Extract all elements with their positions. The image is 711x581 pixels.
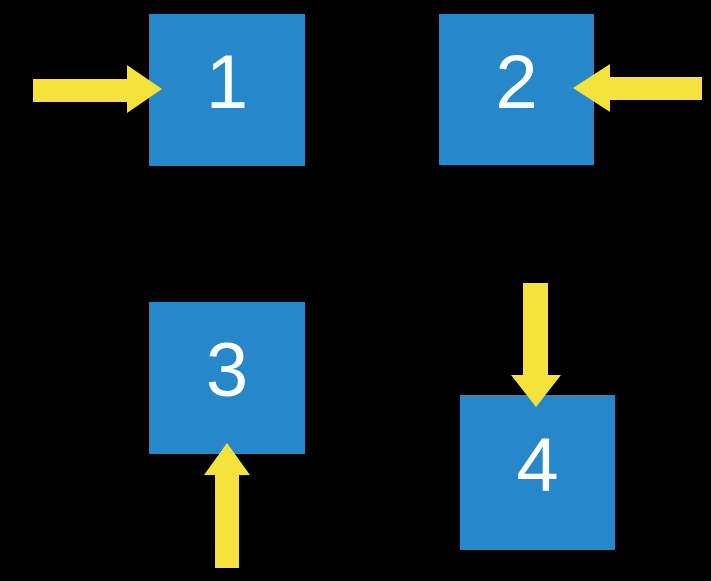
arrow-4-down-arrow-icon (511, 375, 561, 407)
square-3: 3 (149, 302, 305, 454)
arrow-4-shaft (523, 283, 548, 375)
arrow-2-left-arrow-icon (573, 64, 610, 112)
arrow-2-shaft (610, 77, 702, 100)
square-3-label: 3 (205, 328, 249, 413)
arrow-1-shaft (33, 79, 128, 102)
square-1: 1 (149, 14, 305, 166)
square-2: 2 (439, 14, 594, 165)
square-2-label: 2 (495, 39, 538, 125)
square-4: 4 (460, 395, 615, 550)
arrow-3-up-arrow-icon (204, 443, 250, 475)
arrow-1-right-arrow-icon (127, 65, 162, 113)
square-1-label: 1 (205, 40, 249, 125)
arrow-3-shaft (215, 475, 239, 568)
square-4-label: 4 (516, 422, 559, 508)
